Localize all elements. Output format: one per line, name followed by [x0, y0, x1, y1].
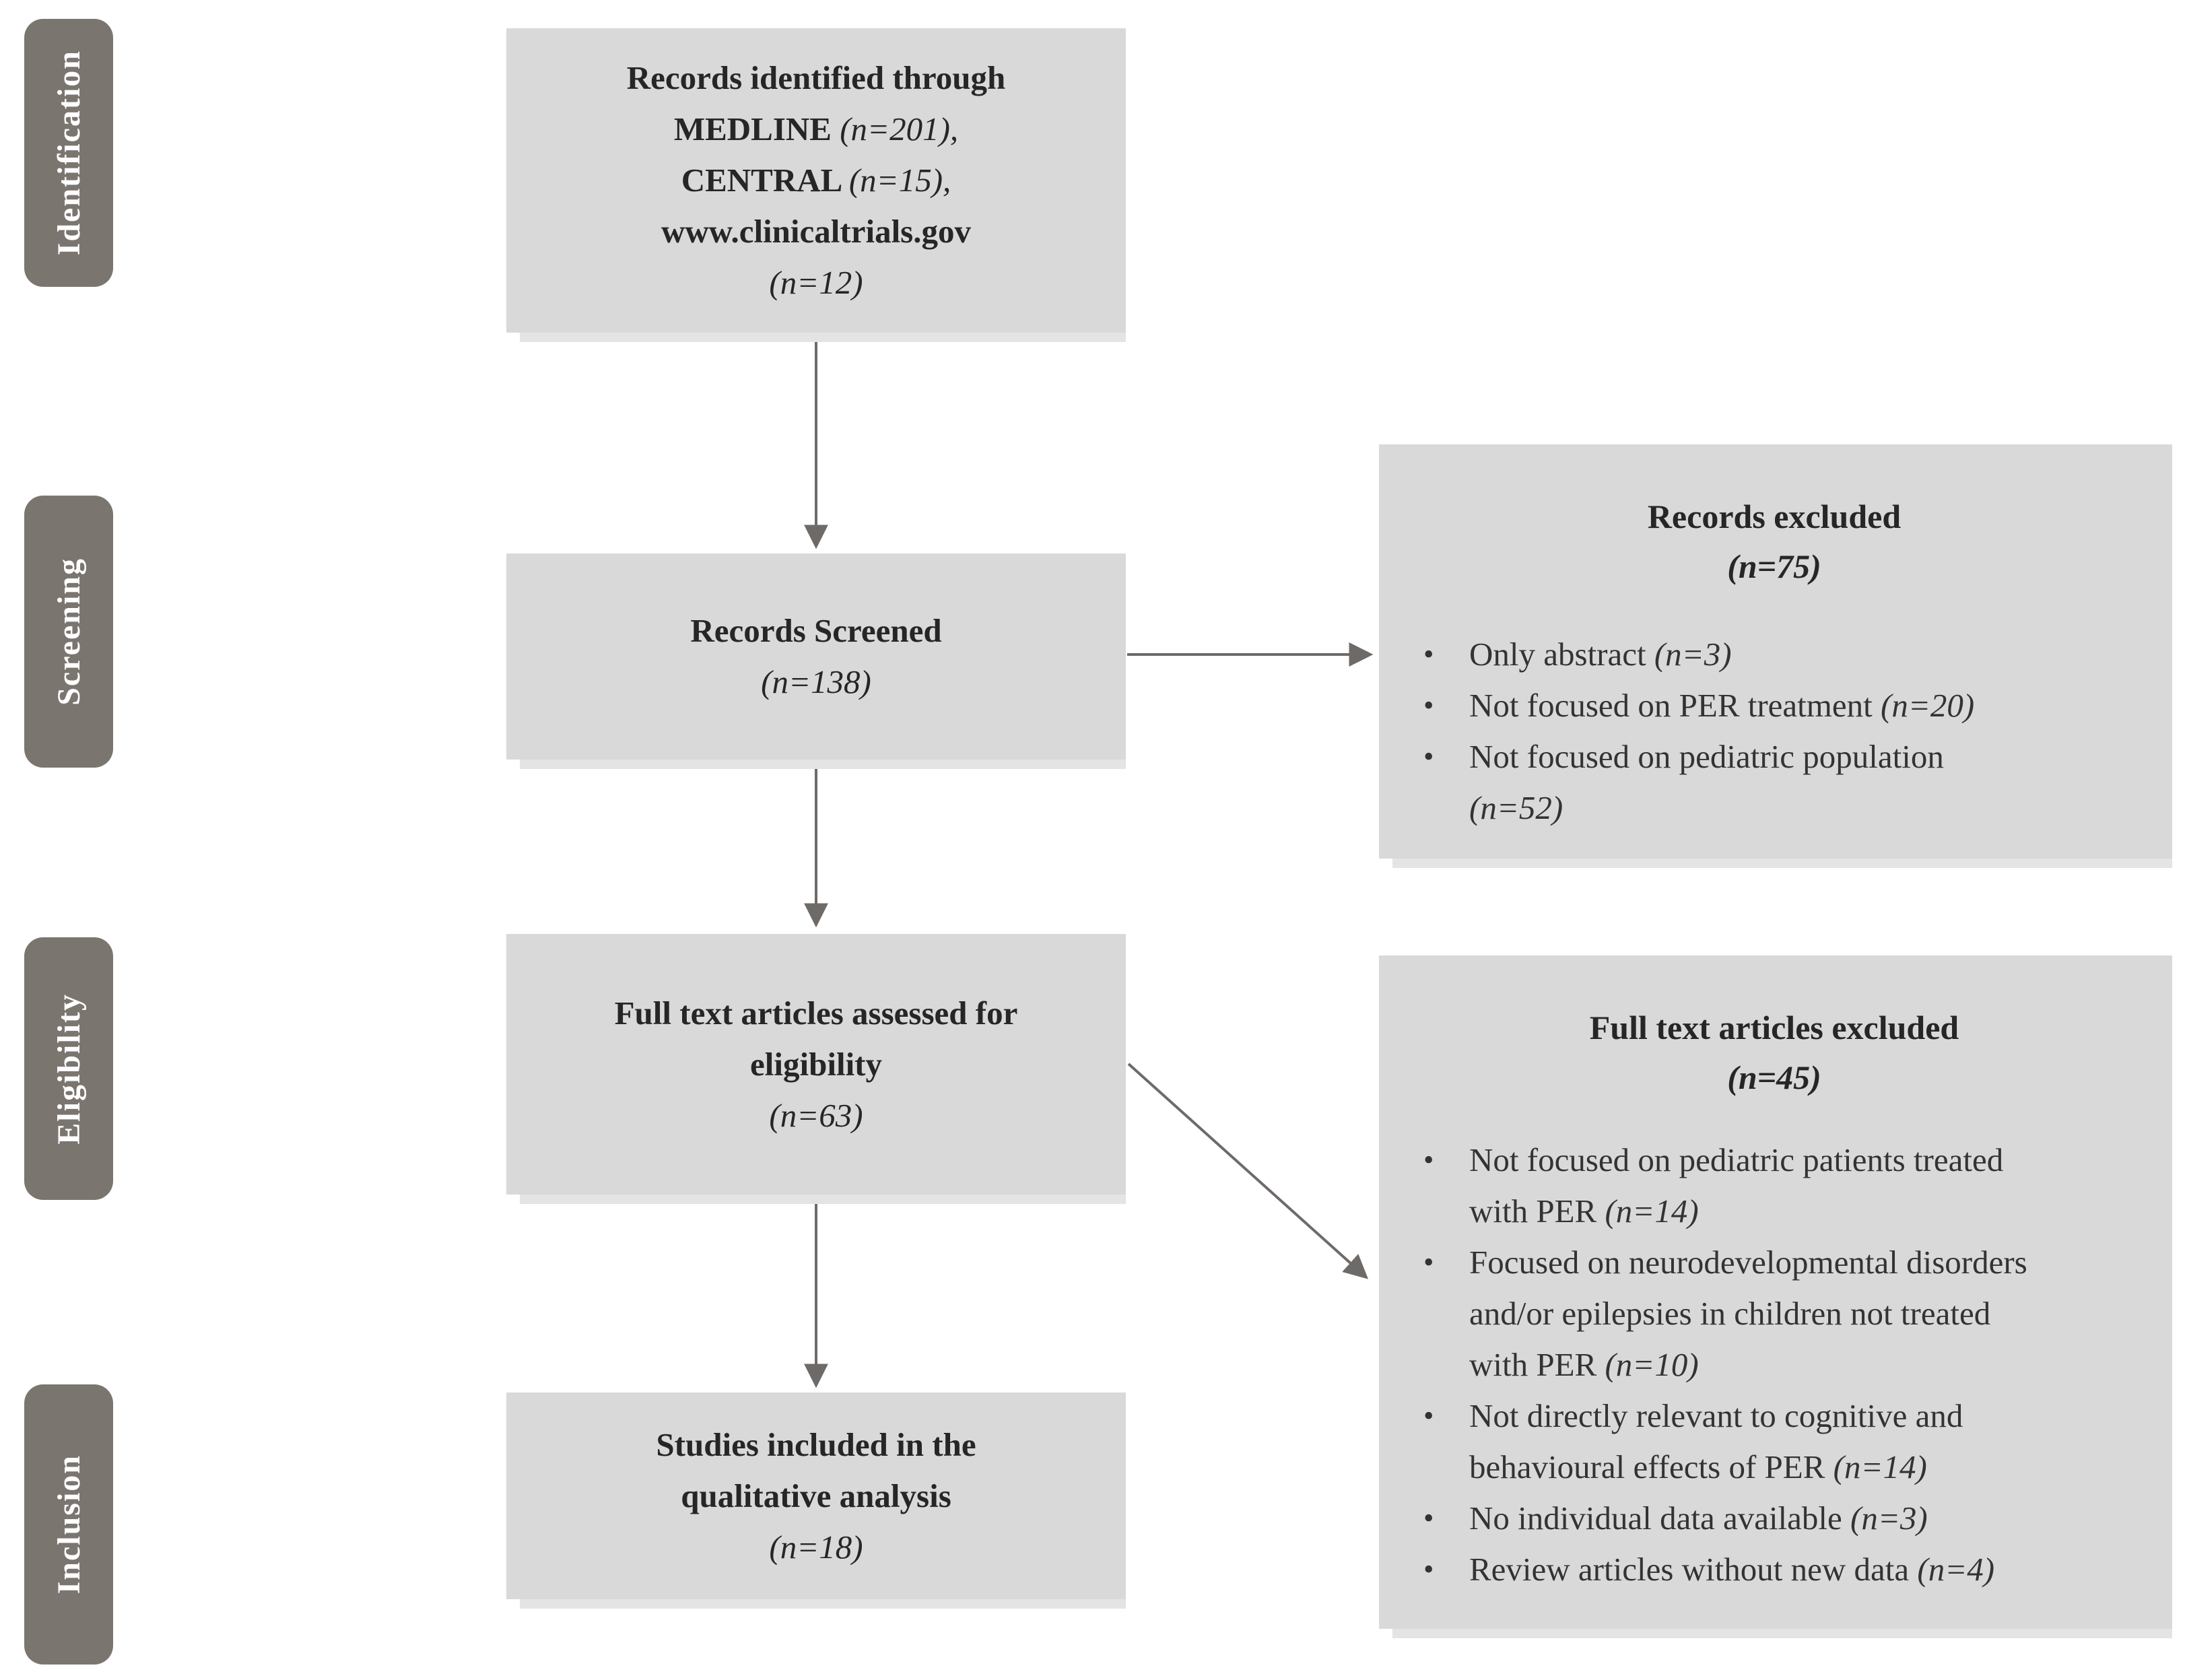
source-central: CENTRAL [681, 162, 849, 199]
stage-label-text: Inclusion [51, 1454, 87, 1594]
reason-count: (n=4) [1917, 1551, 1995, 1588]
stage-label-identification: Identification [24, 19, 113, 287]
source-clinicaltrials: www.clinicaltrials.gov [661, 213, 972, 250]
reason-count: (n=14) [1833, 1448, 1927, 1485]
fulltext-excluded-title-block: Full text articles excluded (n=45) [1417, 1003, 2132, 1102]
reason-text: Focused on neurodevelopmental disorders … [1469, 1244, 2027, 1383]
reason-count: (n=14) [1605, 1192, 1699, 1230]
records-excluded-title-block: Records excluded (n=75) [1417, 492, 2132, 591]
source-medline: MEDLINE [673, 110, 840, 147]
records-identified-line: Records identified through [626, 59, 1006, 96]
exclusion-reason: Focused on neurodevelopmental disorders … [1417, 1237, 2031, 1390]
reason-count: (n=10) [1605, 1346, 1699, 1383]
studies-included-line2: qualitative analysis [681, 1477, 951, 1514]
records-excluded-reasons: Only abstract (n=3) Not focused on PER t… [1417, 629, 2031, 834]
exclusion-reason: Not focused on PER treatment (n=20) [1417, 680, 2031, 731]
stage-label-text: Eligibility [51, 993, 87, 1145]
reason-text: Only abstract [1469, 636, 1654, 673]
studies-included-count: (n=18) [769, 1528, 863, 1566]
medline-count: (n=201), [840, 110, 959, 147]
reason-text: Review articles without new data [1469, 1551, 1918, 1588]
exclusion-reason: Not focused on pediatric population (n=5… [1417, 731, 2031, 834]
stage-label-text: Identification [51, 50, 87, 256]
box-records-identified: Records identified through MEDLINE (n=20… [506, 28, 1126, 333]
records-identified-medline-line: MEDLINE (n=201), [627, 104, 1006, 155]
reason-text: No individual data available [1469, 1500, 1851, 1537]
arrow-diagonal-eligibility-to-excluded-icon [1127, 1063, 1369, 1279]
box-fulltext-assessed-text: Full text articles assessed for eligibil… [615, 988, 1018, 1141]
fulltext-excluded-count: (n=45) [1727, 1059, 1821, 1096]
reason-count: (n=20) [1881, 687, 1975, 724]
stage-label-eligibility: Eligibility [24, 937, 113, 1200]
reason-text: Not focused on pediatric population [1469, 738, 1944, 775]
records-identified-central-line: CENTRAL (n=15), [627, 155, 1006, 206]
studies-included-line1: Studies included in the [656, 1425, 976, 1463]
reason-count: (n=3) [1850, 1500, 1928, 1537]
exclusion-reason: Not directly relevant to cognitive and b… [1417, 1390, 2031, 1493]
fulltext-excluded-reasons: Not focused on pediatric patients treate… [1417, 1135, 2031, 1595]
central-count: (n=15), [848, 162, 951, 199]
records-excluded-count: (n=75) [1727, 547, 1821, 585]
clinicaltrials-count: (n=12) [769, 264, 863, 301]
records-screened-title: Records Screened [690, 612, 942, 649]
fulltext-excluded-title: Full text articles excluded [1589, 1009, 1959, 1046]
stage-label-screening: Screening [24, 496, 113, 768]
stage-label-text: Screening [51, 558, 87, 706]
box-studies-included-text: Studies included in the qualitative anal… [656, 1419, 976, 1573]
box-studies-included: Studies included in the qualitative anal… [506, 1392, 1126, 1599]
reason-text: Not focused on pediatric patients treate… [1469, 1141, 2004, 1230]
exclusion-reason: Review articles without new data (n=4) [1417, 1544, 2031, 1595]
fulltext-assessed-line2: eligibility [750, 1045, 882, 1083]
fulltext-assessed-count: (n=63) [769, 1096, 863, 1134]
box-records-identified-text: Records identified through MEDLINE (n=20… [627, 53, 1006, 308]
reason-text: Not directly relevant to cognitive and b… [1469, 1397, 1963, 1485]
box-records-screened: Records Screened (n=138) [506, 553, 1126, 760]
fulltext-assessed-line1: Full text articles assessed for [614, 994, 1018, 1032]
box-records-excluded: Records excluded (n=75) Only abstract (n… [1379, 444, 2172, 859]
box-records-screened-text: Records Screened (n=138) [690, 605, 941, 708]
exclusion-reason: Not focused on pediatric patients treate… [1417, 1135, 2031, 1237]
records-excluded-title: Records excluded [1647, 498, 1902, 535]
box-fulltext-assessed: Full text articles assessed for eligibil… [506, 934, 1126, 1195]
reason-text: Not focused on PER treatment [1469, 687, 1881, 724]
records-screened-count: (n=138) [761, 663, 871, 700]
exclusion-reason: No individual data available (n=3) [1417, 1493, 2031, 1544]
reason-count: (n=52) [1469, 789, 1563, 826]
exclusion-reason: Only abstract (n=3) [1417, 629, 2031, 680]
stage-label-inclusion: Inclusion [24, 1384, 113, 1665]
reason-count: (n=3) [1654, 636, 1732, 673]
box-fulltext-excluded: Full text articles excluded (n=45) Not f… [1379, 955, 2172, 1629]
